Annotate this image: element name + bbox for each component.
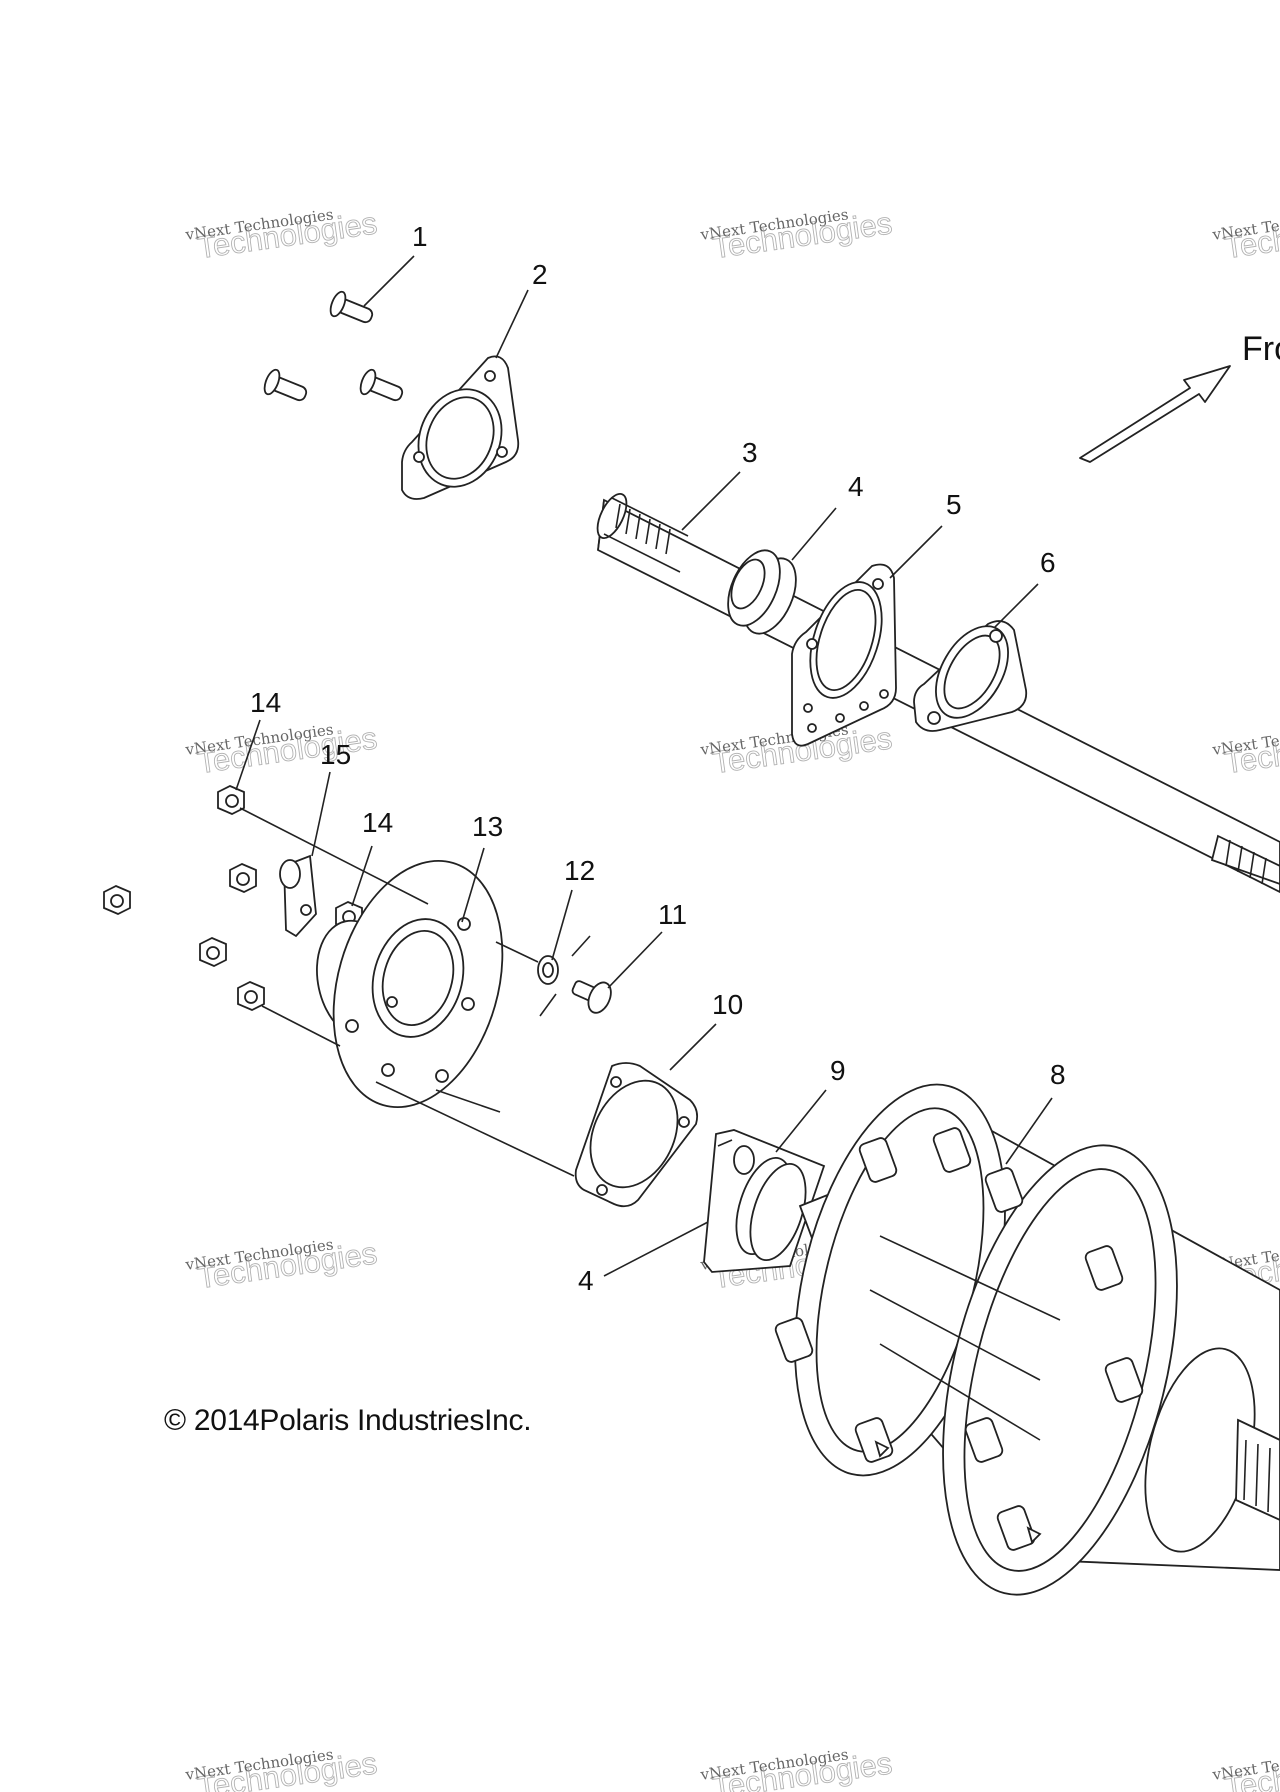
front-arrow: Fro xyxy=(1079,330,1280,463)
bearing-part-4-upper xyxy=(727,549,797,635)
callout-14: 14 xyxy=(250,687,281,718)
hub-disc-part-13 xyxy=(316,859,504,1109)
gasket-plate-part-10 xyxy=(574,1062,699,1208)
bearing-housing-part-9 xyxy=(703,1129,826,1273)
front-direction-label: Fro xyxy=(1242,330,1280,368)
drive-sprocket-part-8 xyxy=(774,1083,1280,1596)
callout-5: 5 xyxy=(946,489,962,520)
callout-6: 6 xyxy=(1040,547,1056,578)
nut-part-14 xyxy=(103,885,131,915)
guide-lines xyxy=(239,807,575,1177)
callout-1: 1 xyxy=(412,221,428,252)
nut-part-14 xyxy=(217,785,245,815)
nut-part-14 xyxy=(229,863,257,893)
nut-part-14 xyxy=(199,937,227,967)
callout-9: 9 xyxy=(830,1055,846,1086)
rivet-part-11 xyxy=(571,980,612,1014)
callout-14: 14 xyxy=(362,807,393,838)
callout-4: 4 xyxy=(848,471,864,502)
leader-lines xyxy=(235,255,1053,1277)
callout-4: 4 xyxy=(578,1265,594,1296)
callouts: 1 2 3 4 5 6 14 15 14 13 12 11 10 9 8 4 xyxy=(250,221,1066,1296)
bearing-flange-part-5 xyxy=(791,563,897,747)
callout-15: 15 xyxy=(320,739,351,770)
bolt-part-1 xyxy=(263,290,404,402)
nut-part-14 xyxy=(237,981,265,1011)
callout-11: 11 xyxy=(658,899,687,930)
callout-12: 12 xyxy=(564,855,595,886)
callout-13: 13 xyxy=(472,811,503,842)
clip-part-15 xyxy=(279,854,317,938)
callout-3: 3 xyxy=(742,437,758,468)
callout-10: 10 xyxy=(712,989,743,1020)
flange-ring-part-6 xyxy=(913,620,1028,732)
flange-plate-part-2 xyxy=(401,355,520,500)
washer-part-12 xyxy=(537,935,591,1017)
callout-2: 2 xyxy=(532,259,548,290)
callout-8: 8 xyxy=(1050,1059,1066,1090)
copyright-notice: © 2014Polaris IndustriesInc. xyxy=(164,1404,532,1437)
